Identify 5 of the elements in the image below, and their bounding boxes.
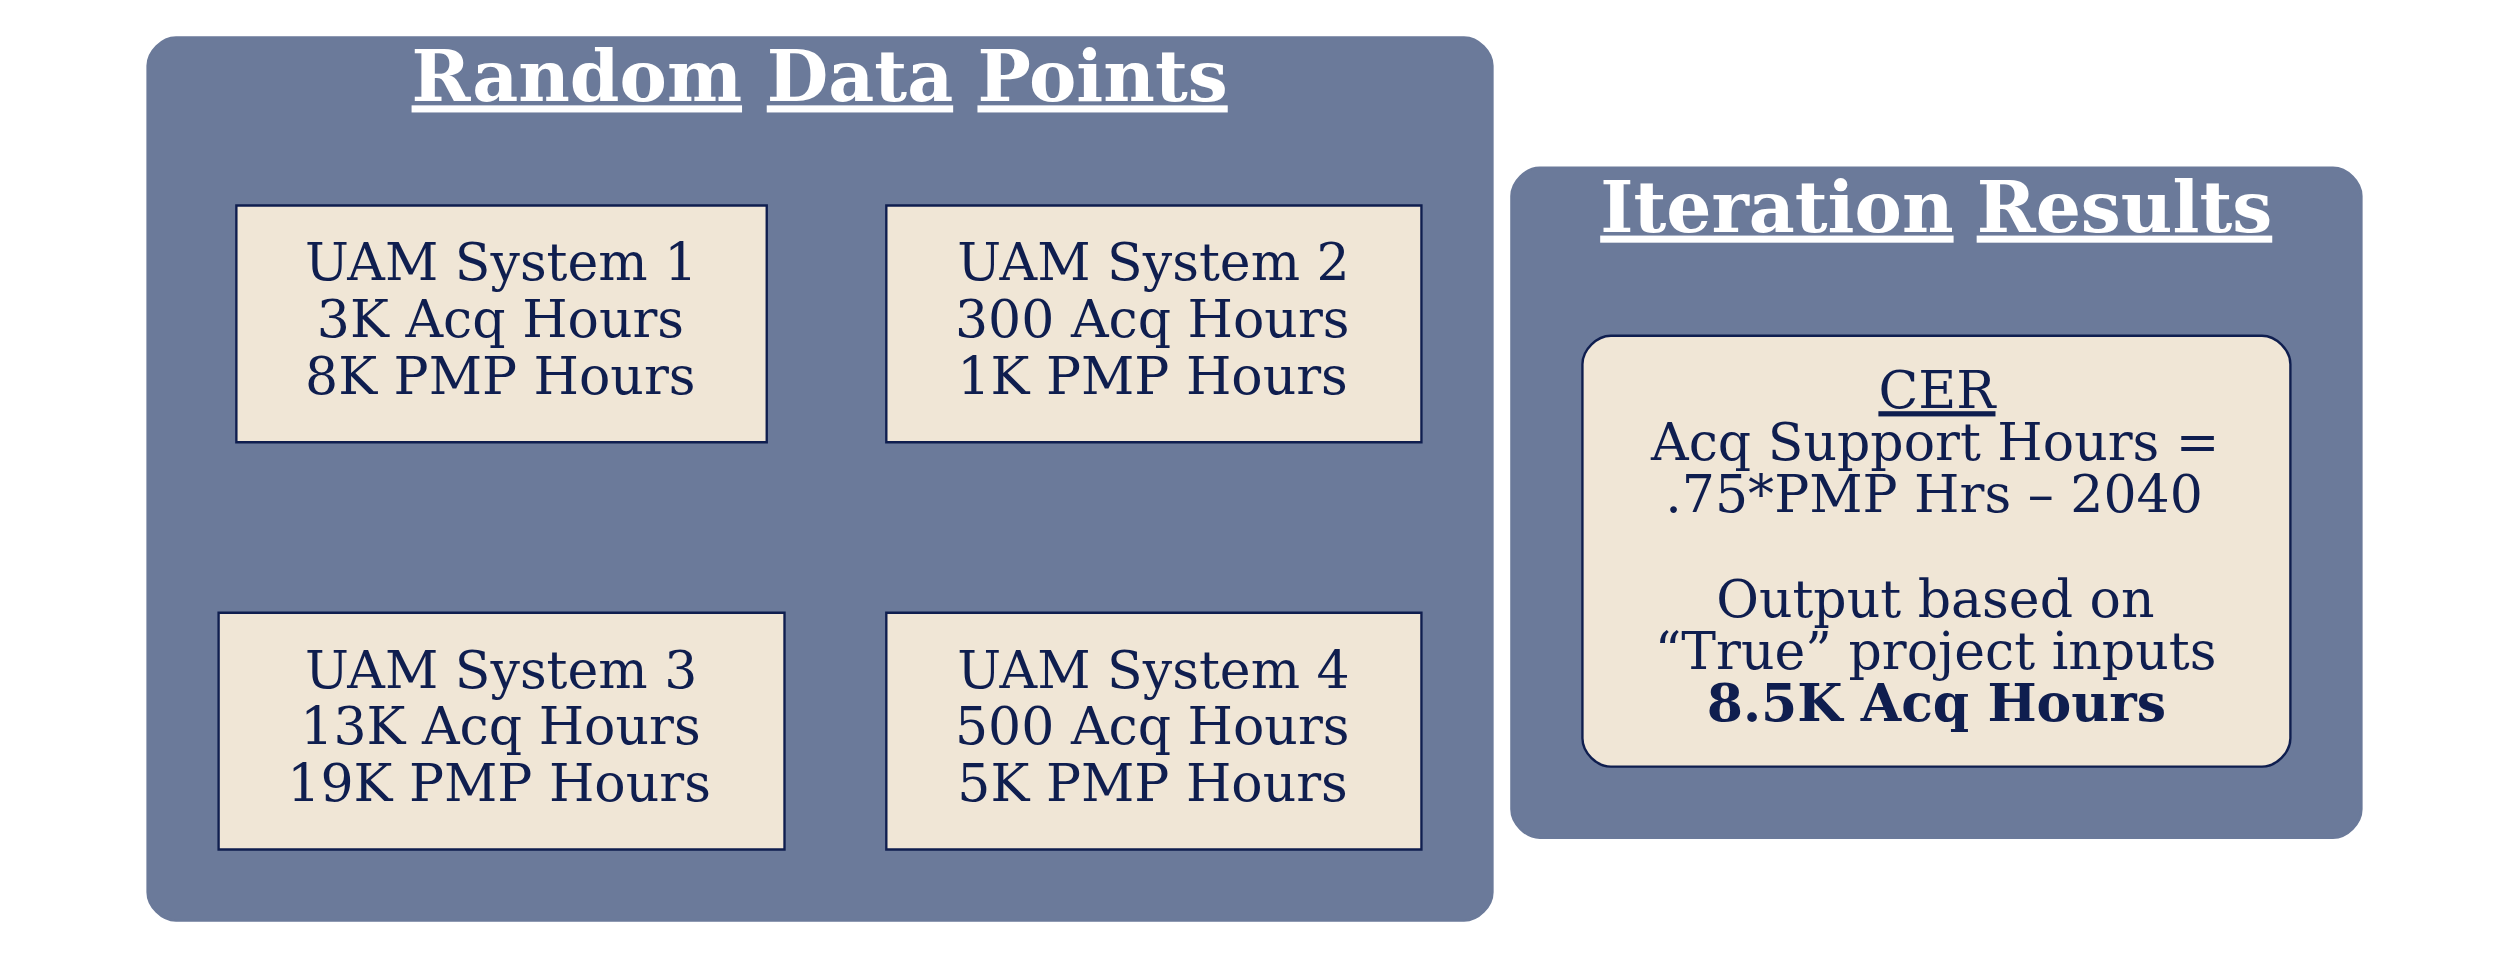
node-box: UAM System 4 500 Acq Hours 5K PMP Hours [884,611,1423,851]
node-box: UAM System 3 13K Acq Hours 19K PMP Hours [216,611,786,851]
node-box: UAM System 2 300 Acq Hours 1K PMP Hours [884,203,1423,443]
node-box: CER Acq Support Hours = .75*PMP Hrs – 2040 Output based on “True” project inputs 8.5K Acq Hours [1580,334,2292,768]
node-box: UAM System 1 3K Acq Hours 8K PMP Hours [234,203,768,443]
